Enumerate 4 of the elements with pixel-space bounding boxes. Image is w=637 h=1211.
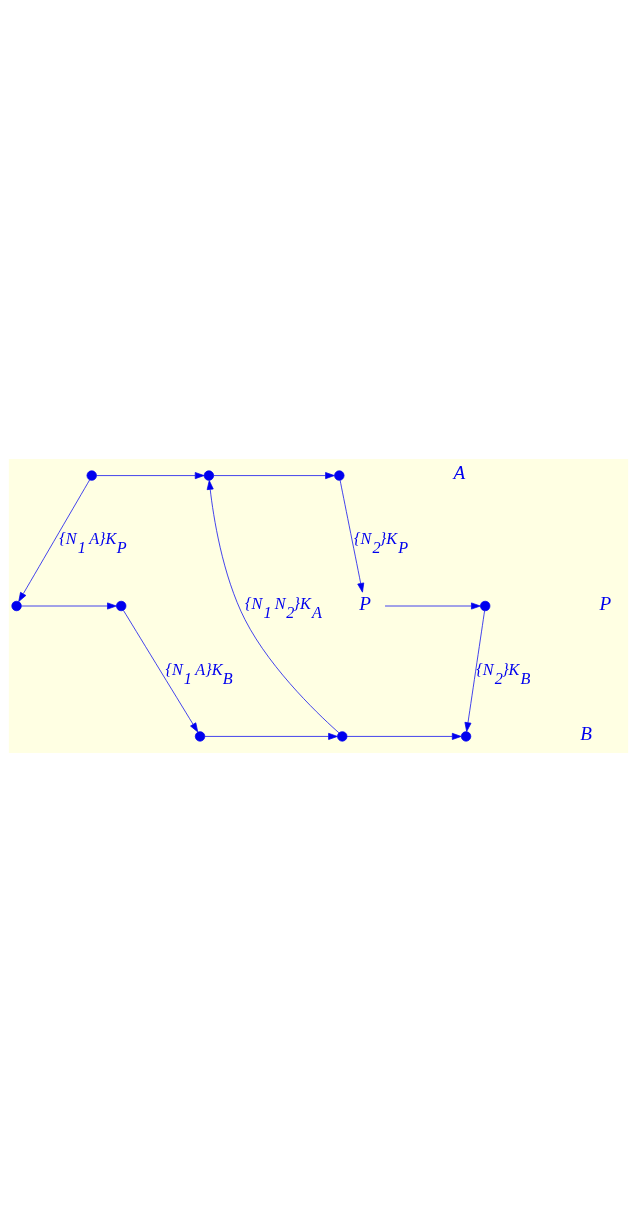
label: P: [599, 592, 612, 614]
label: B: [580, 722, 592, 744]
node-text: P: [359, 592, 371, 614]
label: A: [453, 461, 466, 483]
